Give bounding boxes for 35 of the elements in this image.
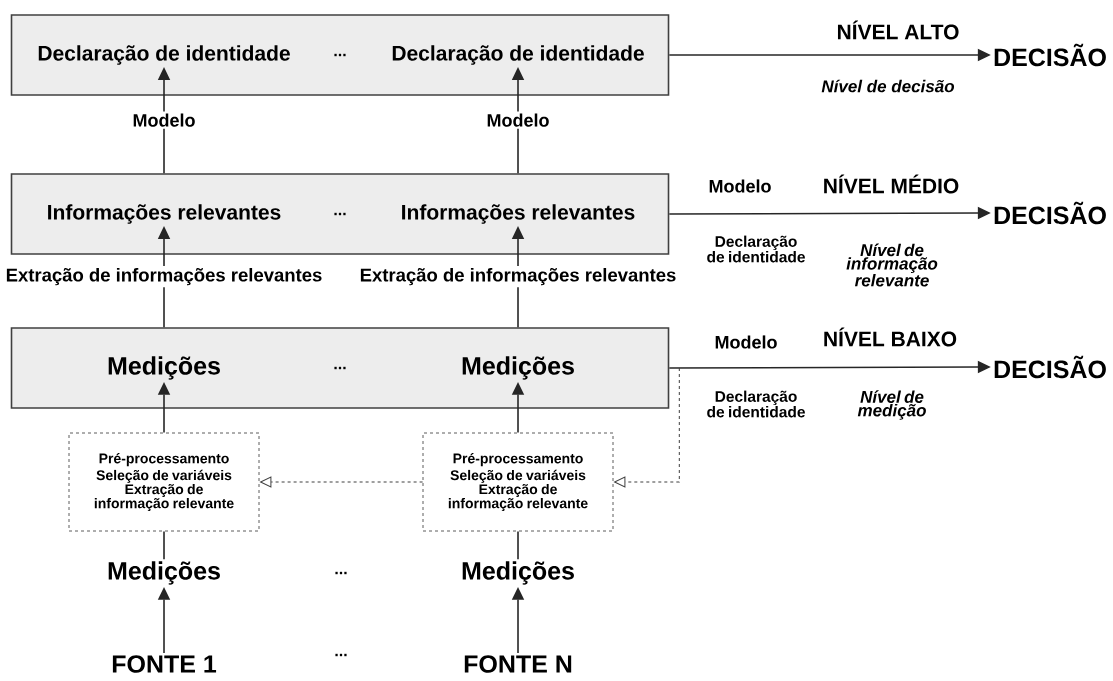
edge-label: Modelo — [130, 111, 198, 129]
edge-label: Modelo — [484, 111, 552, 129]
annotation-label: Modelo — [709, 179, 771, 193]
feedback-arrow — [614, 367, 680, 488]
edge-label: Extração de informações relevantes — [3, 266, 325, 288]
feedback-arrow — [260, 476, 424, 488]
source-label: FONTE 1 — [112, 655, 217, 673]
stage-label: Informações relevantes — [402, 204, 635, 224]
edge-label: NÍVEL ALTO — [835, 19, 961, 41]
annotation-label: Modelo — [715, 335, 777, 349]
stage-label: Medições — [108, 356, 220, 380]
edge-label: NÍVEL BAIXO — [821, 326, 959, 348]
connector-line — [163, 530, 165, 560]
annotation-label: Declaração de identidade — [707, 235, 805, 263]
edge-label: Extração de informações relevantes — [357, 266, 679, 288]
measurement-label: Medições — [108, 561, 220, 585]
stage-label: Informações relevantes — [48, 204, 281, 224]
level-caption: Nível de informação relevante — [846, 243, 938, 287]
decision-label: DECISÃO — [994, 201, 1106, 225]
ellipsis: ... — [335, 571, 347, 575]
processing-box: Pré-processamento Seleção de variáveis Extração de informação relevante — [68, 432, 260, 532]
edge-label: NÍVEL MÉDIO — [821, 173, 961, 195]
source-label: FONTE N — [464, 655, 572, 673]
processing-box: Pré-processamento Seleção de variáveis Extração de informação relevante — [422, 432, 614, 532]
decision-label: DECISÃO — [994, 43, 1106, 67]
measurement-label: Medições — [462, 561, 574, 585]
connector-line — [517, 530, 519, 560]
stage-label: Declaração de identidade — [38, 45, 290, 65]
annotation-label: Declaração de identidade — [707, 390, 805, 418]
stage-label: Declaração de identidade — [392, 45, 644, 65]
decision-label: DECISÃO — [994, 355, 1106, 379]
level-caption: Nível de medição — [857, 390, 926, 420]
stage-label: Medições — [462, 356, 574, 380]
ellipsis: ... — [335, 653, 347, 657]
level-caption: Nível de decisão — [821, 79, 955, 93]
